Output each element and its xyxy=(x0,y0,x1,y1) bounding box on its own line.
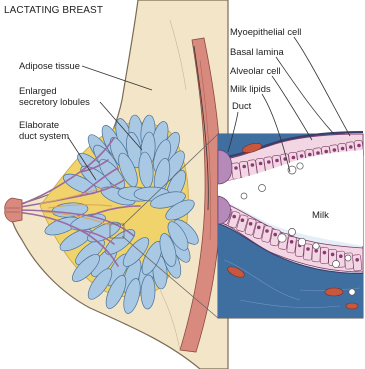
lipid-droplet xyxy=(313,243,319,249)
cell-nucleus xyxy=(324,150,328,154)
alveolar-cell xyxy=(287,236,297,253)
lipid-droplet xyxy=(259,185,266,192)
lipid-droplet xyxy=(349,289,355,295)
lipid-droplet xyxy=(332,260,339,267)
lipid-droplet xyxy=(241,193,247,199)
label-myoepithelial-cell: Myoepithelial cell xyxy=(230,26,301,37)
cell-nucleus xyxy=(339,254,343,258)
cell-nucleus xyxy=(306,247,310,251)
cell-nucleus xyxy=(257,226,261,230)
label-duct-system-2: duct system xyxy=(19,130,69,141)
diagram-title: LACTATING BREAST xyxy=(4,5,103,16)
lipid-droplet xyxy=(288,228,295,235)
milk-label: Milk xyxy=(312,210,329,221)
lipid-droplet xyxy=(278,234,286,242)
cell-nucleus xyxy=(331,253,335,257)
cell-nucleus xyxy=(355,258,359,262)
alveolar-cell xyxy=(320,248,328,264)
cell-nucleus xyxy=(308,153,312,157)
cell-nucleus xyxy=(349,145,353,149)
lipid-droplet xyxy=(345,255,351,261)
label-duct-system-1: Elaborate xyxy=(19,119,59,130)
cell-nucleus xyxy=(267,160,271,164)
label-adipose-tissue: Adipose tissue xyxy=(19,60,80,71)
cell-nucleus xyxy=(249,222,253,226)
alveolar-cell xyxy=(303,244,312,261)
lipid-droplet xyxy=(297,163,303,169)
cell-nucleus xyxy=(241,218,245,222)
cell-nucleus xyxy=(290,240,294,244)
label-secretory-lobules-2: secretory lobules xyxy=(19,96,90,107)
cell-nucleus xyxy=(333,148,337,152)
label-alveolar-cell: Alveolar cell xyxy=(230,65,281,76)
cell-nucleus xyxy=(300,154,304,158)
cell-nucleus xyxy=(265,229,269,233)
cell-nucleus xyxy=(292,156,296,160)
cell-nucleus xyxy=(242,165,246,169)
label-secretory-lobules-1: Enlarged xyxy=(19,85,57,96)
cell-nucleus xyxy=(251,163,255,167)
cell-nucleus xyxy=(234,166,238,170)
label-basal-lamina: Basal lamina xyxy=(230,46,284,57)
cell-nucleus xyxy=(232,215,236,219)
cell-nucleus xyxy=(316,151,320,155)
cell-nucleus xyxy=(341,147,345,151)
cell-nucleus xyxy=(273,233,277,237)
cell-nucleus xyxy=(275,159,279,163)
lipid-droplet xyxy=(298,238,306,246)
cell-nucleus xyxy=(323,251,327,255)
label-milk-lipids: Milk lipids xyxy=(230,83,271,94)
alveolar-cell xyxy=(352,254,362,271)
nipple xyxy=(5,198,22,222)
label-duct: Duct xyxy=(232,100,252,111)
cell-nucleus xyxy=(357,144,361,148)
cell-nucleus xyxy=(259,162,263,166)
